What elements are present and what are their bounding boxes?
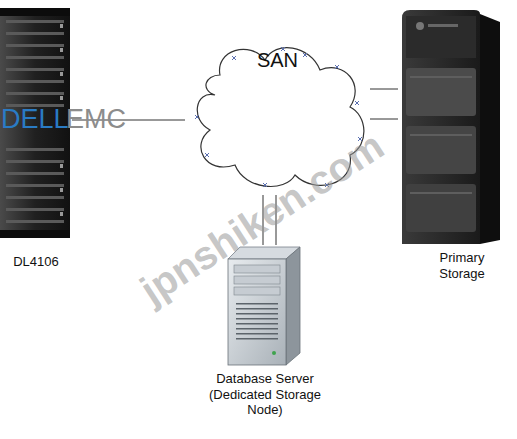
node-label: DL4106	[0, 254, 72, 270]
node-label: Primary Storage	[422, 250, 502, 281]
server-tower	[226, 245, 302, 367]
san-link	[370, 119, 398, 120]
node-label: Database Server (Dedicated Storage Node)	[200, 371, 330, 418]
node-label: SAN	[185, 48, 370, 72]
storage-cabinet	[398, 8, 503, 244]
logo-text: DELL	[1, 104, 69, 135]
san-link	[370, 89, 398, 90]
logo-text: EMC	[66, 104, 126, 135]
rack-node: DL4106	[0, 8, 72, 272]
storage-node: Primary Storage	[398, 8, 506, 282]
